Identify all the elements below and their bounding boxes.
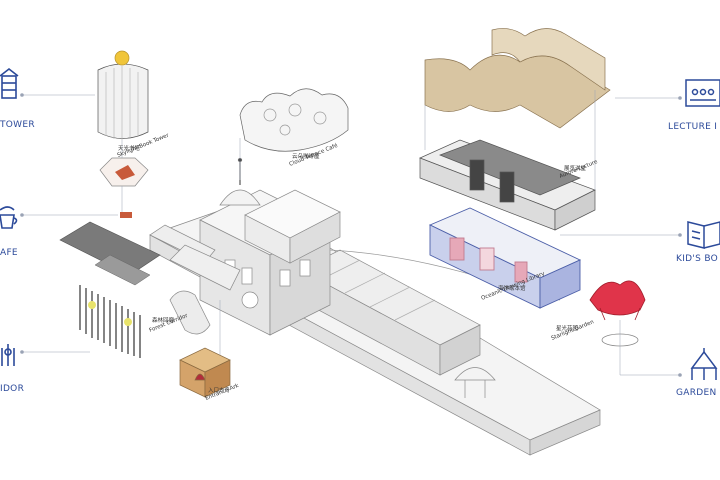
cloud-cafe-model	[239, 88, 349, 152]
lecture-hall-model	[419, 139, 596, 231]
oceanic-library-model	[428, 207, 582, 309]
label-corridor: IDOR	[0, 384, 25, 394]
garden-tent-icon	[690, 348, 718, 380]
lecture-roof-model	[424, 28, 611, 129]
label-garden: GARDEN	[676, 388, 717, 398]
lecture-audience-icon	[685, 79, 720, 107]
forest-corridor-model	[79, 285, 141, 358]
book-tower-tag-cn: 天光书塔	[118, 144, 141, 152]
main-building	[149, 157, 601, 456]
bookshelf-tower-icon	[0, 67, 19, 99]
corridor-tag-cn: 森林回廊	[152, 316, 175, 324]
label-cafe: AFE	[0, 248, 18, 258]
label-kids: KID'S BO	[676, 254, 719, 264]
forest-pillars-icon	[1, 344, 15, 366]
library-tag-cn: 海洋绘本馆	[498, 284, 526, 292]
starlight-garden-model	[589, 280, 646, 347]
entrance-tag-cn: 入口方舟	[208, 386, 231, 394]
coffee-cup-icon	[0, 206, 18, 229]
book-tower-model	[97, 50, 149, 218]
entrance-ark-model	[179, 347, 231, 398]
open-book-icon	[687, 221, 720, 249]
lecture-tag-cn: 展览讲堂	[564, 164, 587, 172]
starlight-tag-cn: 星光花园	[556, 324, 579, 332]
label-lecture: LECTURE I	[668, 122, 718, 132]
cafe-tag-cn: 云朵咖啡屋	[292, 152, 320, 160]
label-tower: TOWER	[0, 120, 35, 130]
